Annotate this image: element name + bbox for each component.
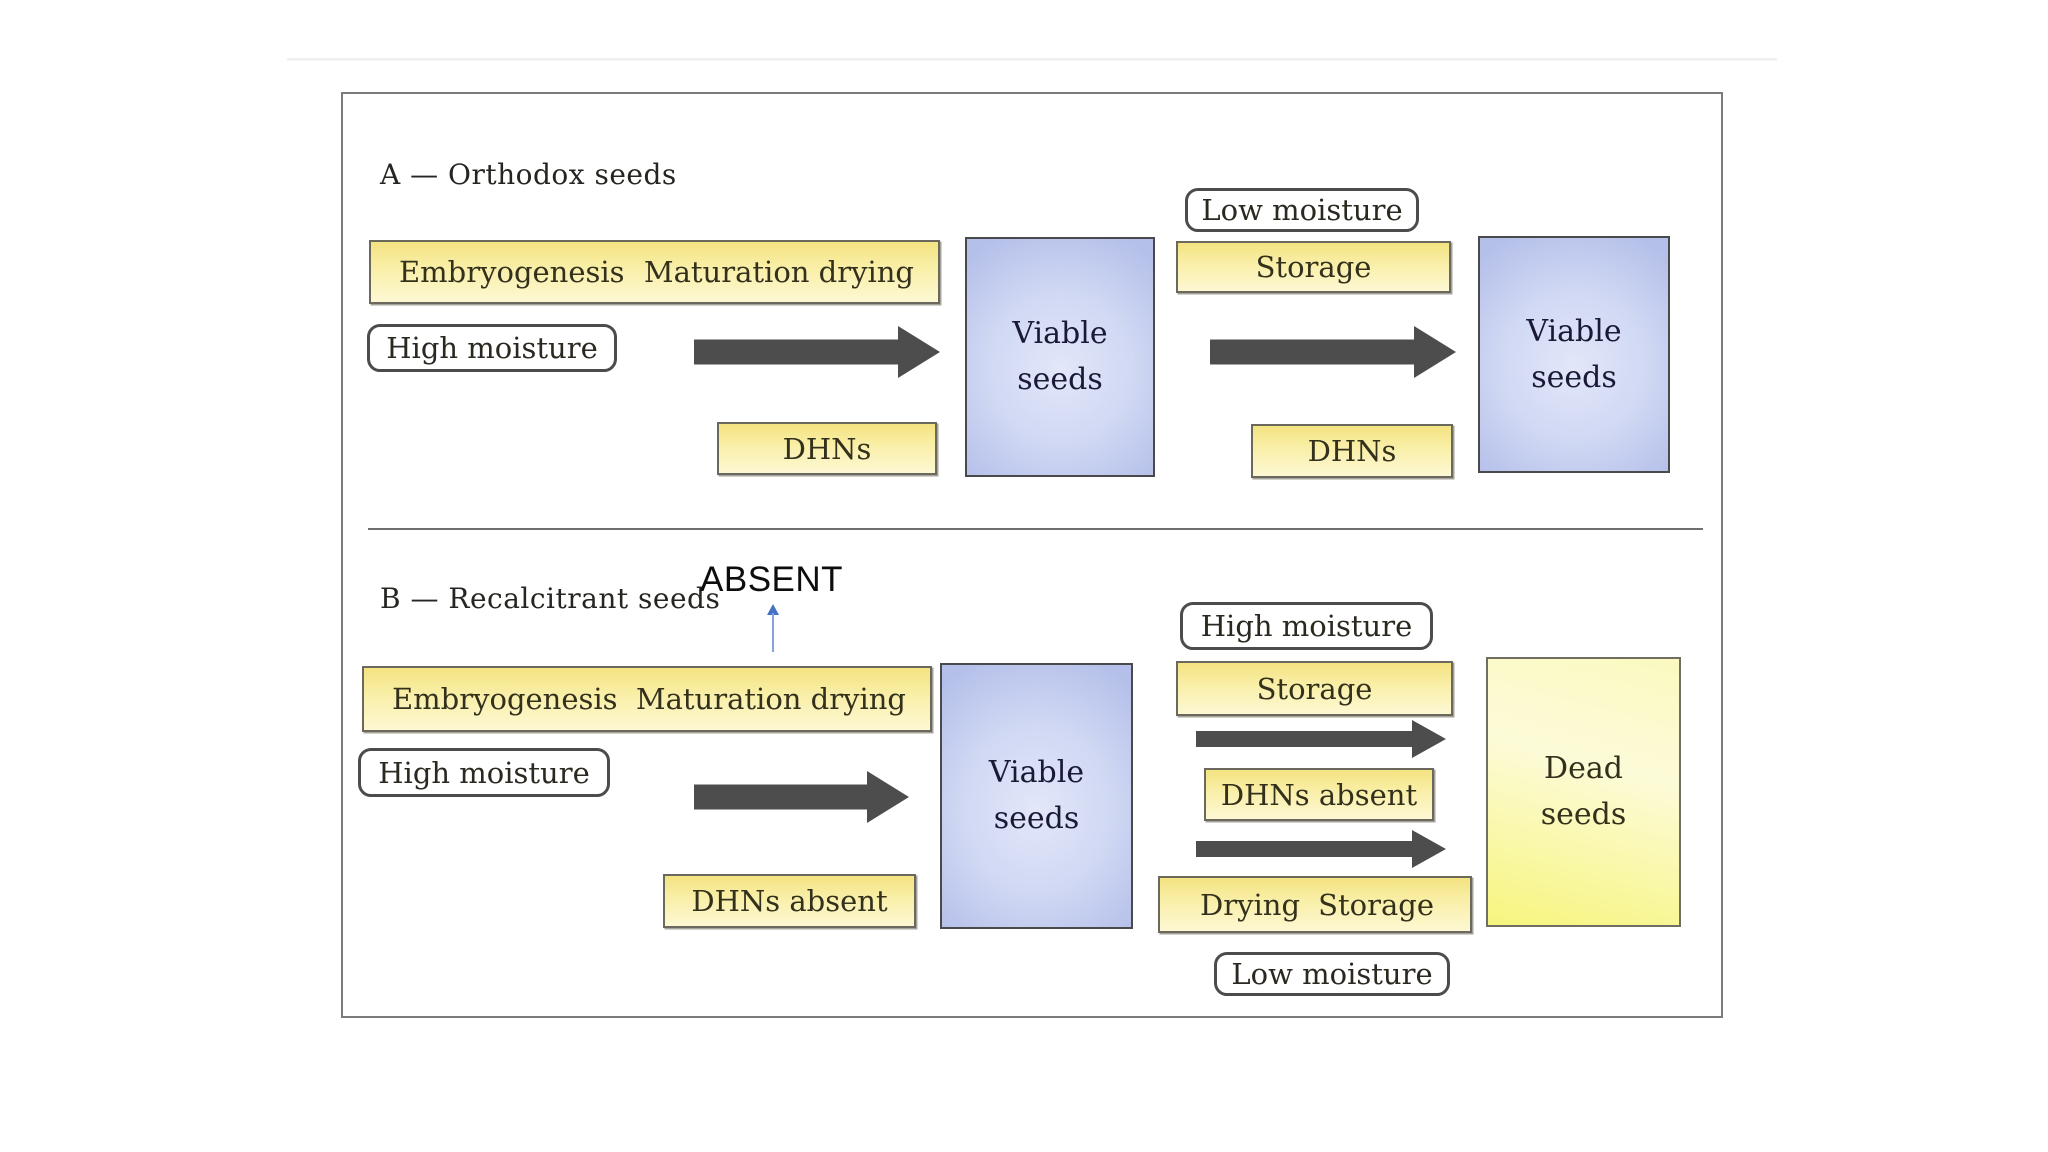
high-moisture-box-a: High moisture: [367, 324, 617, 372]
storage-arrow-b1: [1196, 720, 1446, 758]
viable-seeds-line1: Viable: [988, 755, 1085, 790]
arrow-head-icon: [1412, 720, 1446, 758]
viable-seeds-box-a2: Viable seeds: [1478, 236, 1670, 473]
maturation-arrow-b: [694, 771, 909, 823]
dhns-absent-box-b1: DHNs absent: [663, 874, 916, 928]
maturation-drying-label-a: Maturation drying: [643, 255, 914, 289]
absent-pointer-arrow-icon: [765, 604, 781, 652]
arrow-head-icon: [867, 771, 909, 823]
dhns-absent-box-b2: DHNs absent: [1204, 768, 1434, 821]
dead-seeds-line1: Dead: [1544, 751, 1623, 786]
low-moisture-box-a: Low moisture: [1185, 188, 1419, 232]
dhns-box-a2: DHNs: [1251, 424, 1453, 478]
page-top-divider: [287, 58, 1777, 61]
phase-box-a: Embryogenesis Maturation drying: [369, 240, 940, 304]
embryogenesis-label-a: Embryogenesis: [399, 255, 625, 289]
drying-storage-box: Drying Storage: [1158, 876, 1472, 933]
dead-seeds-line2: seeds: [1540, 797, 1627, 832]
panel-a-title: A — Orthodox seeds: [380, 158, 677, 191]
maturation-arrow-a: [694, 326, 940, 378]
panel-divider-line: [368, 528, 1703, 530]
arrow-head-icon: [1412, 830, 1446, 868]
storage-box-a: Storage: [1176, 241, 1451, 293]
arrow-shaft: [1196, 841, 1414, 857]
panel-b-title: B — Recalcitrant seeds: [380, 582, 721, 615]
phase-box-b: Embryogenesis Maturation drying: [362, 666, 932, 732]
arrow-shaft: [1210, 339, 1416, 365]
storage-box-b: Storage: [1176, 661, 1453, 716]
arrow-head-icon: [898, 326, 940, 378]
storage-arrow-b2: [1196, 830, 1446, 868]
arrow-shaft: [694, 784, 869, 810]
drying-label: Drying: [1200, 887, 1301, 922]
arrow-head-icon: [1414, 326, 1456, 378]
arrow-shaft: [1196, 731, 1414, 747]
viable-seeds-box-a1: Viable seeds: [965, 237, 1155, 477]
embryogenesis-label-b: Embryogenesis: [392, 682, 618, 716]
viable-seeds-line1: Viable: [1012, 316, 1108, 351]
arrow-stem: [772, 613, 774, 652]
low-moisture-box-b: Low moisture: [1214, 952, 1450, 996]
viable-seeds-line2: seeds: [1531, 359, 1617, 395]
storage-label: Storage: [1318, 887, 1434, 922]
viable-seeds-box-b: Viable seeds: [940, 663, 1133, 929]
viable-seeds-line2: seeds: [993, 801, 1080, 836]
viable-seeds-line2: seeds: [1017, 362, 1103, 397]
dhns-box-a1: DHNs: [717, 422, 937, 475]
dead-seeds-box: Dead seeds: [1486, 657, 1681, 927]
high-moisture-box-b-left: High moisture: [358, 748, 610, 797]
arrow-tip: [767, 604, 779, 615]
absent-annotation: ABSENT: [700, 560, 844, 599]
high-moisture-box-b-right: High moisture: [1180, 602, 1433, 650]
maturation-drying-label-b: Maturation drying: [635, 682, 906, 716]
arrow-shaft: [694, 339, 900, 365]
storage-arrow-a: [1210, 326, 1456, 378]
viable-seeds-line1: Viable: [1526, 313, 1622, 349]
